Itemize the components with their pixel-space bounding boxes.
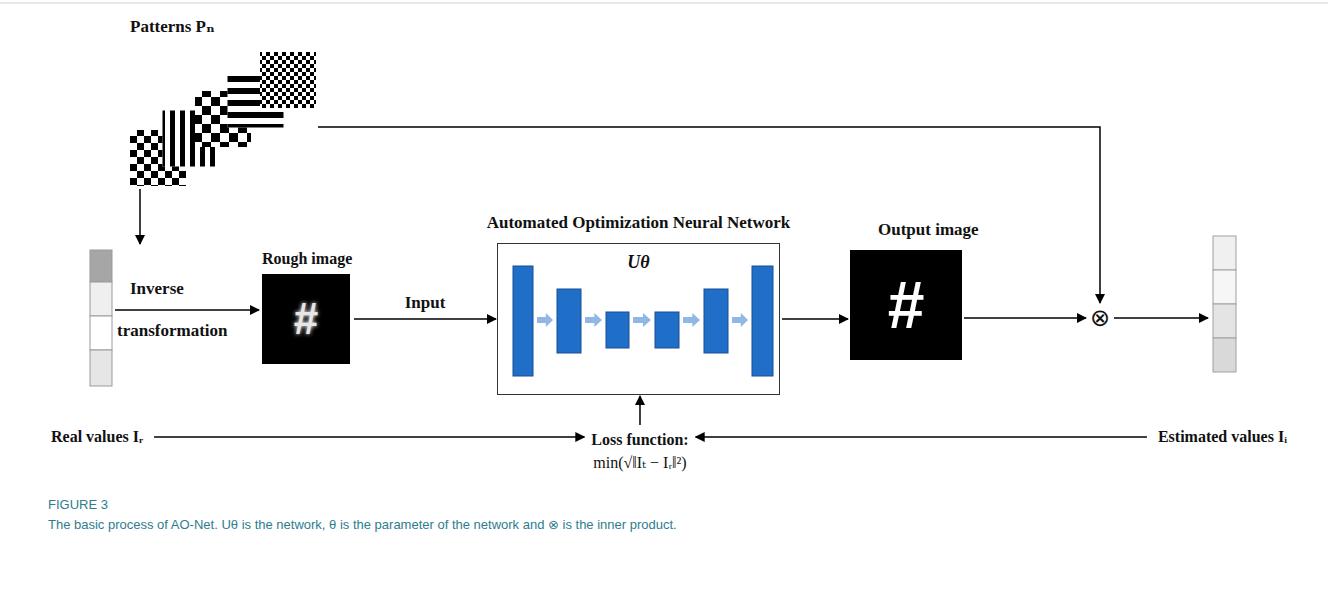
edge-label: Input xyxy=(405,293,446,313)
pattern-tile xyxy=(228,72,284,128)
image-heading: Output image xyxy=(878,220,979,240)
image-heading: Rough image xyxy=(262,250,352,268)
output-image: Output image# xyxy=(850,250,962,360)
pattern-illustration xyxy=(130,52,316,186)
loss-function: Loss function:min(√‖Iₜ − Iᵣ‖²) xyxy=(588,427,691,477)
layer-bar xyxy=(557,289,581,353)
layer-bar xyxy=(752,266,773,376)
transform-arrow xyxy=(115,309,259,311)
image-glyph: # xyxy=(262,274,350,364)
network-symbol: Uθ xyxy=(627,252,649,273)
value-label: Estimated values Iᵢ xyxy=(1158,428,1287,446)
inner-product-symbol: ⊗ xyxy=(1090,306,1110,330)
flow-connector xyxy=(354,318,496,320)
pattern-arrow xyxy=(139,189,141,244)
layer-bar xyxy=(655,312,679,348)
pattern-tile xyxy=(260,52,316,108)
flow-arrow xyxy=(585,313,602,327)
figure-caption: The basic process of AO-Net. Uθ is the n… xyxy=(48,517,677,532)
loss-formula: min(√‖Iₜ − Iᵣ‖²) xyxy=(591,451,688,475)
flow-arrow xyxy=(732,313,748,327)
flow-arrow xyxy=(537,313,553,327)
pattern-tile xyxy=(195,91,251,147)
pattern-tile xyxy=(130,130,186,186)
pattern-tile xyxy=(228,72,284,128)
pattern-tile xyxy=(195,91,251,147)
estimated-vector xyxy=(1213,236,1236,372)
layer-bar xyxy=(606,312,629,348)
flow-connector xyxy=(964,317,1086,319)
flow-connector xyxy=(154,436,584,438)
figure-number: FIGURE 3 xyxy=(48,497,108,512)
transform-label: Inverse xyxy=(130,279,184,299)
pattern-tile xyxy=(260,52,316,108)
rough-image: Rough image# xyxy=(262,274,350,364)
value-label: Real values Iᵣ xyxy=(51,428,143,446)
loss-heading: Loss function: xyxy=(591,429,688,451)
flow-arrow xyxy=(633,313,651,327)
layer-bar xyxy=(704,289,728,353)
transform-label: transformation xyxy=(117,321,227,341)
flow-connector xyxy=(696,436,1147,438)
network-title: Automated Optimization Neural Network xyxy=(487,213,791,233)
estimated-values: Estimated values Iᵢ xyxy=(1155,426,1290,448)
pattern-stack: Patterns Pₙ xyxy=(130,52,316,186)
flow-connector xyxy=(782,318,848,320)
pattern-tile xyxy=(163,111,219,167)
network-box: Automated Optimization Neural NetworkUθ xyxy=(497,243,780,395)
flow-connector xyxy=(318,127,1100,303)
image-glyph: # xyxy=(850,250,962,360)
pattern-tile xyxy=(130,130,186,186)
pattern-tile xyxy=(163,111,219,167)
flow-connector xyxy=(639,396,641,425)
real-values: Real values Iᵣ xyxy=(48,426,146,448)
pattern-heading: Patterns Pₙ xyxy=(130,16,215,37)
layer-bar xyxy=(513,266,533,376)
top-rule xyxy=(0,3,1328,4)
network-layers xyxy=(498,244,781,396)
flow-arrow xyxy=(683,313,700,327)
inner-product-symbol: ⊗ xyxy=(1087,304,1113,332)
measurement-vector xyxy=(90,250,112,386)
output-arrow xyxy=(1114,317,1208,319)
